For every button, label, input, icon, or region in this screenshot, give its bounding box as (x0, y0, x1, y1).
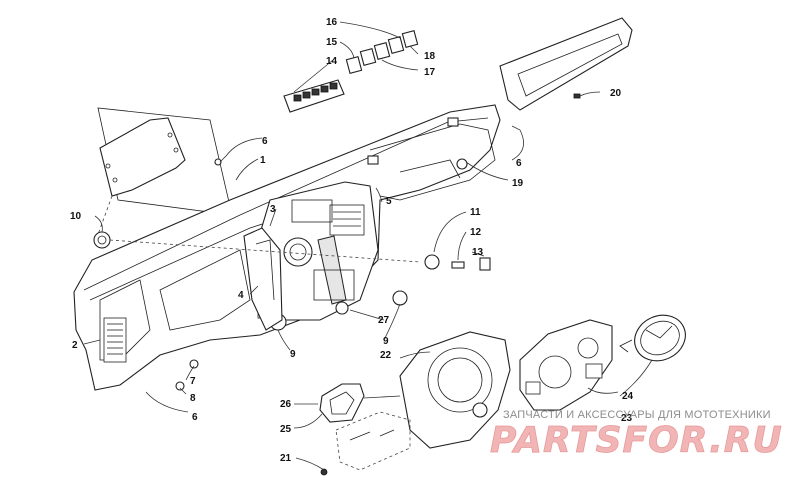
retainer-ring (319, 383, 365, 423)
callout-26: 26 (280, 399, 292, 410)
callout-22: 22 (380, 350, 392, 361)
callout-2: 2 (72, 340, 78, 351)
watermark-logo: PARTSFOR.RU (490, 420, 783, 461)
switch-set (345, 30, 419, 74)
side-panel (243, 227, 283, 331)
callout-8: 8 (190, 393, 196, 404)
callout-6-top: 6 (262, 136, 268, 147)
callout-12: 12 (470, 227, 482, 238)
leader-lines (83, 21, 653, 471)
dash-cover (499, 17, 633, 111)
callout-10: 10 (70, 211, 82, 222)
callout-13: 13 (472, 247, 484, 258)
callout-6-bottom: 6 (192, 412, 198, 423)
watermark: ЗАПЧАСТИ И АКСЕССУАРЫ ДЛЯ МОТОТЕХНИКИ PA… (490, 409, 783, 461)
callout-labels: 1 2 3 4 5 6 6 6 7 8 9 9 10 11 12 13 14 1… (70, 17, 634, 464)
callout-5: 5 (386, 196, 392, 207)
callout-9-right: 9 (383, 336, 389, 347)
callout-19: 19 (512, 178, 524, 189)
callout-7: 7 (190, 376, 196, 387)
callout-18: 18 (424, 51, 436, 62)
watermark-tagline: ЗАПЧАСТИ И АКСЕССУАРЫ ДЛЯ МОТОТЕХНИКИ (503, 409, 771, 421)
callout-4: 4 (238, 290, 244, 301)
speedometer (619, 314, 686, 362)
callout-25: 25 (280, 424, 292, 435)
switch-panel (283, 79, 345, 113)
callout-1: 1 (260, 155, 266, 166)
gauge-mount-plate (320, 411, 411, 476)
callout-6-right: 6 (516, 158, 522, 169)
callout-23: 23 (621, 413, 633, 424)
callout-24: 24 (622, 391, 634, 402)
callout-27: 27 (378, 315, 390, 326)
gauge-faceplate (519, 319, 613, 411)
callout-3: 3 (270, 204, 276, 215)
gauge-housing (399, 331, 511, 449)
callout-14: 14 (326, 56, 338, 67)
callout-17: 17 (424, 67, 436, 78)
callout-16: 16 (326, 17, 338, 28)
callout-15: 15 (326, 37, 338, 48)
callout-11: 11 (470, 207, 481, 218)
callout-21: 21 (280, 453, 292, 464)
dashboard-body (73, 104, 501, 391)
hardware (93, 117, 491, 391)
callout-20: 20 (610, 88, 622, 99)
callout-9-left: 9 (290, 349, 296, 360)
